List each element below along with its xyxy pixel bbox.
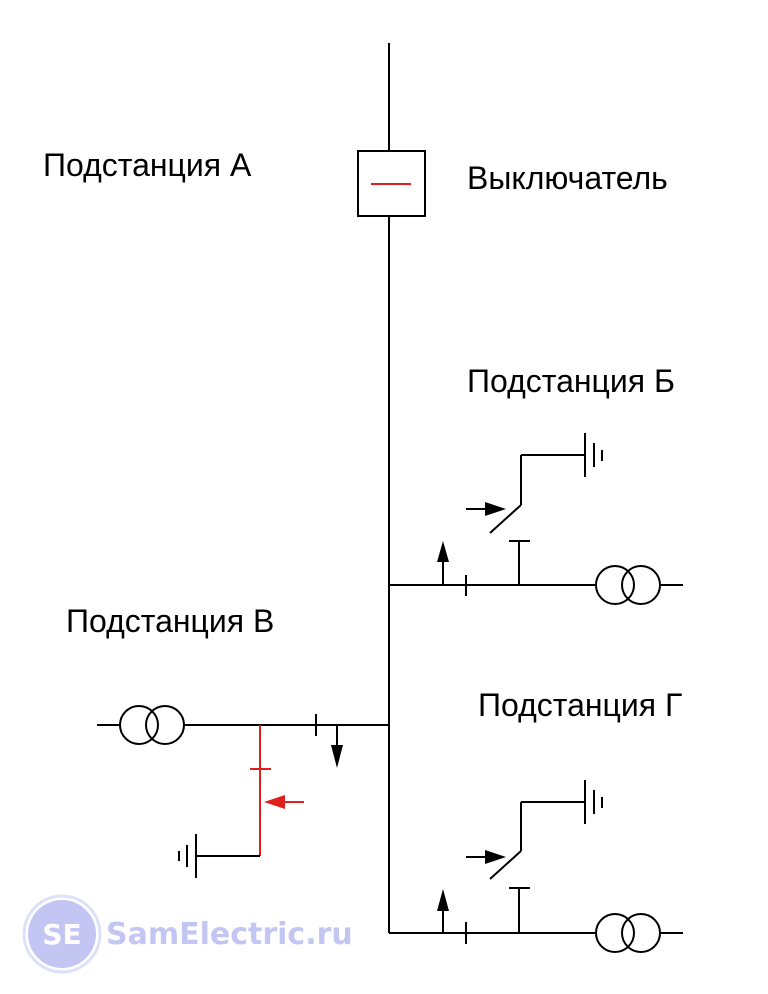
transformer-icon [595,565,683,605]
branch-substation-g [389,780,683,953]
ground-icon [178,834,197,878]
transformer-icon [97,705,185,745]
breaker-symbol [357,150,426,217]
label-substation-b: Подстанция Б [467,363,675,399]
watermark: SE SamElectric.ru [22,894,353,974]
branch-substation-b [389,433,683,605]
label-breaker: Выключатель [467,160,668,196]
earthing-switch-b [466,454,585,534]
watermark-site: SamElectric.ru [106,917,353,952]
ground-icon [584,433,603,477]
earthing-switch-g [466,801,585,880]
transformer-icon [595,913,683,953]
branch-substation-v [97,705,389,878]
label-substation-a: Подстанция А [43,147,252,183]
label-substation-g: Подстанция Г [478,687,682,723]
earthing-switch-v-highlighted [250,725,304,856]
label-substation-v: Подстанция В [66,603,274,639]
watermark-badge: SE [42,918,81,951]
ground-icon [584,780,603,824]
